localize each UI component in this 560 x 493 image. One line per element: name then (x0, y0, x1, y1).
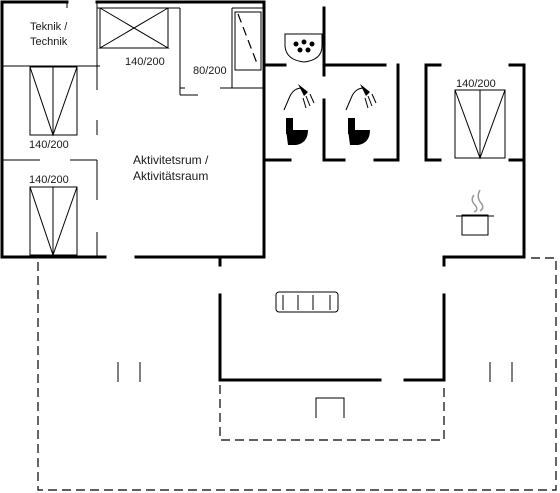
room-label-activity: Aktivitetsrum / (133, 153, 209, 167)
whirlpool-icon (284, 33, 323, 63)
bed-label: 140/200 (29, 139, 69, 151)
bed-left-upper (29, 66, 78, 137)
room-label-technik: Technik (30, 36, 68, 48)
cooking-pot-icon (456, 189, 494, 236)
sofa-icon (275, 291, 339, 313)
bed-label: 140/200 (456, 78, 496, 90)
bed-left-lower (29, 186, 78, 257)
bed-label: 140/200 (29, 174, 69, 186)
bed-right (454, 89, 506, 160)
toilet-icon (286, 118, 308, 145)
walls (0, 0, 526, 382)
room-label-activity: Aktivitätsraum (133, 169, 208, 183)
bed-label: 140/200 (125, 56, 165, 68)
terrace-marks (117, 362, 513, 382)
bed-label: 80/200 (193, 65, 227, 77)
shower-icon (283, 84, 315, 111)
terrace-outline (37, 257, 557, 491)
bed-top-center (98, 7, 170, 49)
bed-small (234, 11, 262, 71)
shower-icon (345, 84, 377, 111)
toilet-icon (348, 118, 370, 145)
table-icon (315, 397, 345, 418)
room-label-technik: Teknik / (30, 21, 68, 33)
interior-partitions (2, 2, 264, 257)
